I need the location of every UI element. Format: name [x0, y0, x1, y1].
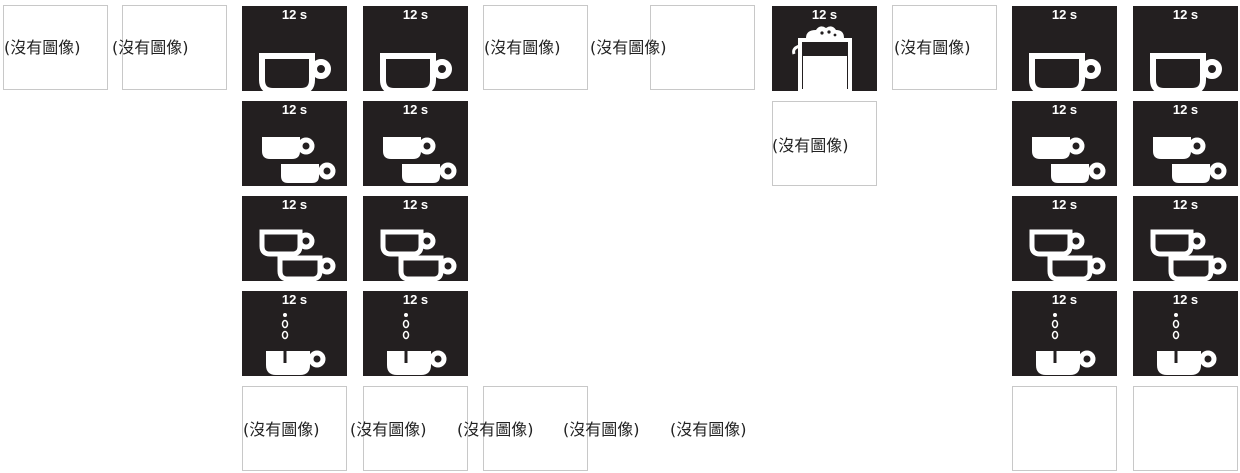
double-cup-icon [1153, 137, 1227, 185]
double-cup-icon [1032, 137, 1106, 185]
brew-time-label: 12 s [811, 7, 838, 22]
brew-time-label: 12 s [1051, 292, 1078, 307]
double-cup-tile: 12 s [1133, 101, 1238, 186]
missing-image-text: (沒有圖像) [670, 420, 747, 439]
image-placeholder-box [1133, 386, 1238, 471]
missing-image-text: (沒有圖像) [894, 38, 971, 57]
brew-time-label: 12 s [1051, 102, 1078, 117]
double-cup-outline-tile: 12 s [1012, 196, 1117, 281]
tea-cup-tile: 12 s [1133, 291, 1238, 376]
image-placeholder-box [3, 5, 108, 90]
missing-image-text: (沒有圖像) [484, 38, 561, 57]
tea-cup-tile: 12 s [242, 291, 347, 376]
double-cup-outline-tile: 12 s [242, 196, 347, 281]
double-cup-tile: 12 s [363, 101, 468, 186]
single-cup-icon [380, 53, 452, 91]
latte-glass-tile: 12 s [772, 6, 877, 91]
brew-time-label: 12 s [402, 197, 429, 212]
double-cup-outline-tile: 12 s [363, 196, 468, 281]
double-cup-outline-icon [259, 229, 336, 281]
brew-time-label: 12 s [1172, 7, 1199, 22]
single-cup-tile: 12 s [242, 6, 347, 91]
single-cup-tile: 12 s [363, 6, 468, 91]
tea-cup-icon [1036, 313, 1096, 375]
image-placeholder-box [1012, 386, 1117, 471]
brew-time-label: 12 s [1172, 197, 1199, 212]
double-cup-outline-icon [1029, 229, 1106, 281]
missing-image-text: (沒有圖像) [4, 38, 81, 57]
tea-cup-icon [266, 313, 326, 375]
brew-time-label: 12 s [281, 102, 308, 117]
single-cup-tile: 12 s [1012, 6, 1117, 91]
single-cup-icon [1150, 53, 1222, 91]
image-placeholder-box [650, 5, 755, 90]
double-cup-tile: 12 s [242, 101, 347, 186]
image-placeholder-box [122, 5, 227, 90]
tea-cup-icon [387, 313, 447, 375]
brew-time-label: 12 s [402, 7, 429, 22]
brew-time-label: 12 s [1172, 292, 1199, 307]
latte-glass-icon [792, 26, 852, 91]
image-placeholder-box [363, 386, 468, 471]
missing-image-text: (沒有圖像) [350, 420, 427, 439]
missing-image-text: (沒有圖像) [590, 38, 667, 57]
double-cup-tile: 12 s [1012, 101, 1117, 186]
tea-cup-icon [1157, 313, 1217, 375]
image-placeholder-box [772, 101, 877, 186]
tea-cup-tile: 12 s [1012, 291, 1117, 376]
missing-image-text: (沒有圖像) [772, 136, 849, 155]
single-cup-icon [1029, 53, 1101, 91]
double-cup-icon [383, 137, 457, 185]
double-cup-outline-tile: 12 s [1133, 196, 1238, 281]
image-placeholder-box [483, 5, 588, 90]
missing-image-text: (沒有圖像) [457, 420, 534, 439]
missing-image-text: (沒有圖像) [563, 420, 640, 439]
missing-image-text: (沒有圖像) [112, 38, 189, 57]
single-cup-icon [259, 53, 331, 91]
double-cup-outline-icon [380, 229, 457, 281]
brew-time-label: 12 s [281, 292, 308, 307]
double-cup-icon [262, 137, 336, 185]
single-cup-tile: 12 s [1133, 6, 1238, 91]
double-cup-outline-icon [1150, 229, 1227, 281]
brew-time-label: 12 s [281, 197, 308, 212]
brew-time-label: 12 s [281, 7, 308, 22]
image-placeholder-box [483, 386, 588, 471]
image-placeholder-box [242, 386, 347, 471]
tea-cup-tile: 12 s [363, 291, 468, 376]
brew-time-label: 12 s [1051, 197, 1078, 212]
image-placeholder-box [892, 5, 997, 90]
brew-time-label: 12 s [1172, 102, 1199, 117]
brew-time-label: 12 s [402, 102, 429, 117]
missing-image-text: (沒有圖像) [243, 420, 320, 439]
brew-time-label: 12 s [402, 292, 429, 307]
brew-time-label: 12 s [1051, 7, 1078, 22]
